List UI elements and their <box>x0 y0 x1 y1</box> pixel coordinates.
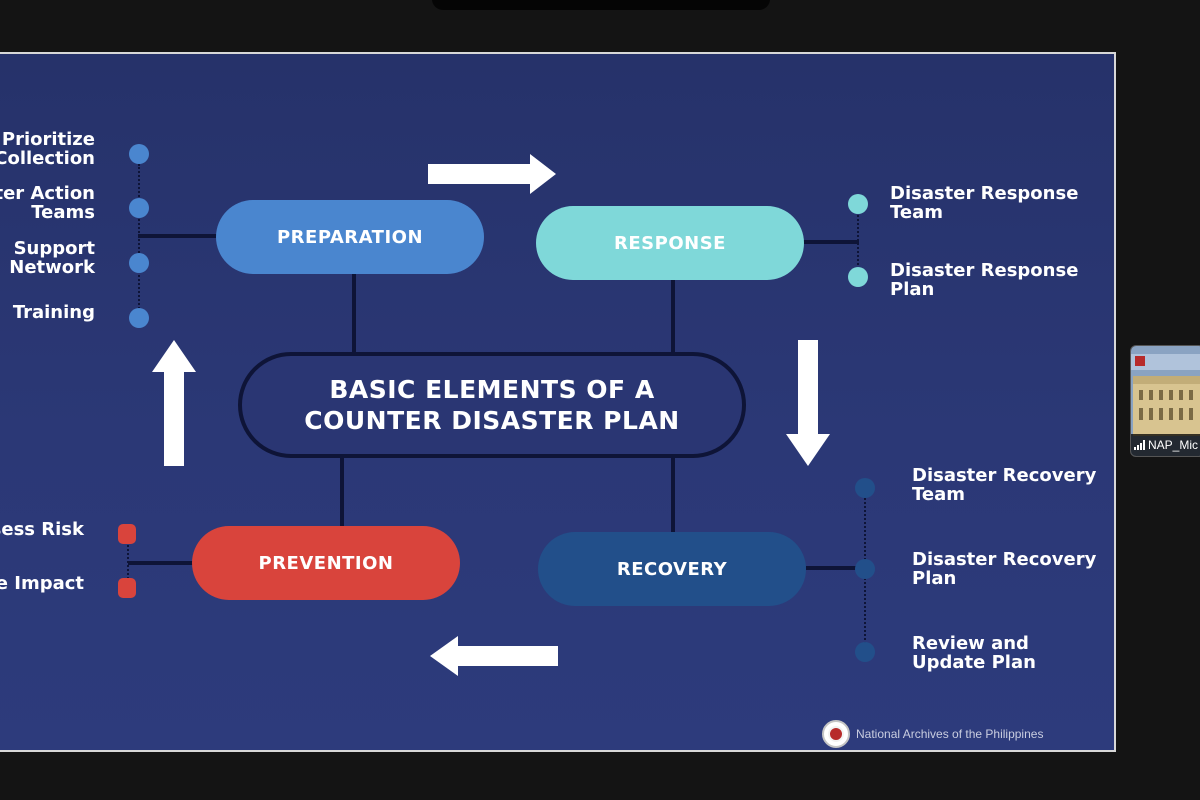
bullet-dot <box>129 198 149 218</box>
connector-response <box>671 280 675 354</box>
branch-line-recovery <box>806 566 864 570</box>
bullet-dot <box>855 642 875 662</box>
participant-name: NAP_Mic <box>1148 438 1199 452</box>
participant-video-tile[interactable]: NAP_Mic <box>1130 345 1200 457</box>
recovery-item: Review and Update Plan <box>912 633 1036 673</box>
branch-line-preparation <box>138 234 218 238</box>
footer-text: National Archives of the Philippines <box>856 727 1044 741</box>
bullet-square <box>118 578 136 598</box>
bullet-dot <box>129 308 149 328</box>
phase-recovery: RECOVERY <box>538 532 806 606</box>
arrow-right-icon <box>428 154 556 194</box>
signal-strength-icon <box>1134 440 1145 450</box>
title-line-2: COUNTER DISASTER PLAN <box>304 406 680 435</box>
arrow-up-icon <box>152 340 196 466</box>
phase-response: RESPONSE <box>536 206 804 280</box>
bullet-square <box>118 524 136 544</box>
recovery-item: Disaster Recovery Team <box>912 465 1097 505</box>
national-archives-seal-icon <box>822 720 850 748</box>
branch-line-response <box>803 240 859 244</box>
response-item: Disaster Response Plan <box>890 260 1079 300</box>
preparation-item: Training <box>12 302 95 323</box>
bullet-dot <box>848 194 868 214</box>
connector-recovery <box>671 456 675 532</box>
bullet-dot <box>129 253 149 273</box>
connector-prevention <box>340 456 344 528</box>
shared-presentation-slide: Prioritize Collection ter Action Teams S… <box>0 52 1116 752</box>
preparation-item: ter Action Teams <box>0 183 95 223</box>
recovery-item: Disaster Recovery Plan <box>912 549 1097 589</box>
top-toolbar-pill <box>432 0 770 10</box>
arrow-down-icon <box>786 340 830 466</box>
prevention-item: e Impact <box>0 573 84 594</box>
bullet-dot <box>855 559 875 579</box>
phase-prevention: PREVENTION <box>192 526 460 600</box>
participant-name-bar: NAP_Mic <box>1131 434 1200 456</box>
bullet-dot <box>855 478 875 498</box>
slide-footer: National Archives of the Philippines <box>822 720 1043 748</box>
response-item: Disaster Response Team <box>890 183 1079 223</box>
dotted-spine-response <box>857 204 859 276</box>
dotted-spine-prevention <box>127 534 129 590</box>
branch-line-prevention <box>128 561 196 565</box>
building-thumbnail-icon <box>1131 346 1200 456</box>
diagram-title: BASIC ELEMENTS OF A COUNTER DISASTER PLA… <box>238 352 746 458</box>
connector-preparation <box>352 272 356 354</box>
title-line-1: BASIC ELEMENTS OF A <box>329 375 655 404</box>
bullet-dot <box>848 267 868 287</box>
arrow-left-icon <box>430 636 558 676</box>
preparation-item: Prioritize Collection <box>0 129 95 169</box>
phase-preparation: PREPARATION <box>216 200 484 274</box>
preparation-item: Support Network <box>9 238 95 278</box>
dotted-spine-preparation <box>138 164 140 320</box>
bullet-dot <box>129 144 149 164</box>
prevention-item: sess Risk <box>0 519 84 540</box>
